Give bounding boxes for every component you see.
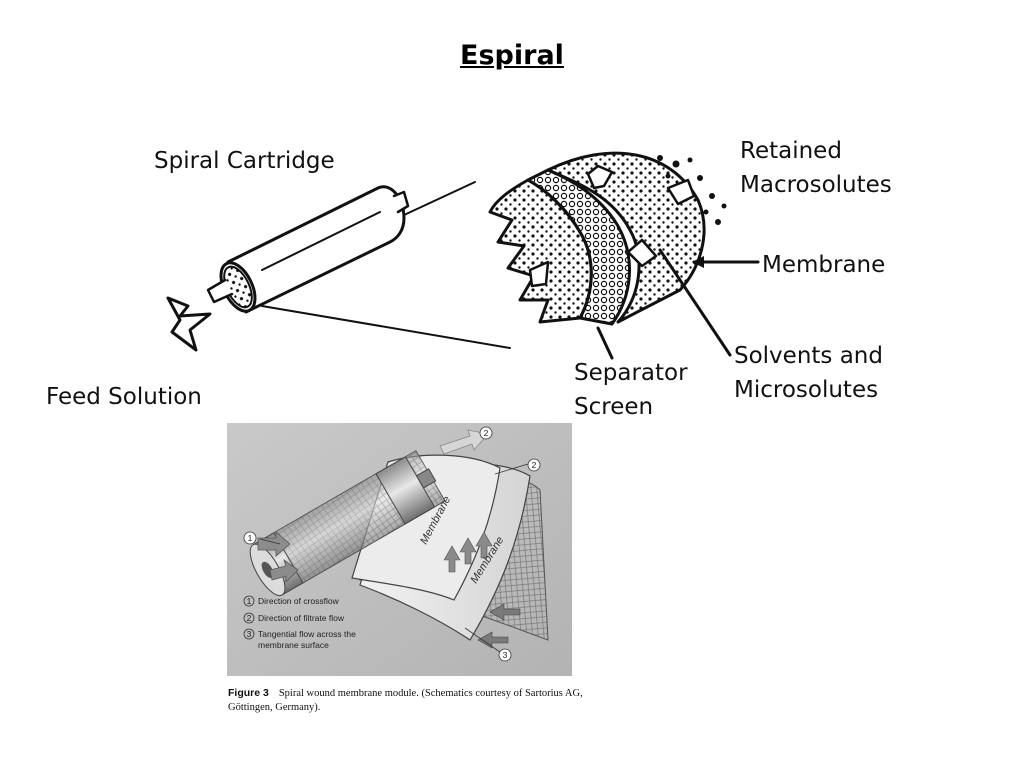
- label-solvents-2: Microsolutes: [734, 377, 878, 403]
- page-title: Espiral: [460, 40, 564, 71]
- legend-item-2: Direction of filtrate flow: [258, 613, 345, 623]
- legend-item-1: Direction of crossflow: [258, 596, 340, 606]
- label-membrane: Membrane: [762, 252, 885, 278]
- separator-pointer-line: [596, 326, 614, 360]
- legend-item-3a: Tangential flow across the: [258, 629, 356, 639]
- membrane-arrowhead-icon: [692, 256, 704, 268]
- marker-circle-2a: [479, 426, 493, 440]
- label-solvents-1: Solvents and: [734, 343, 883, 369]
- marker-circle-1: [243, 531, 257, 545]
- feed-arrow-icon: [166, 296, 212, 352]
- solvents-pointer-line: [658, 248, 732, 357]
- label-spiral-cartridge: Spiral Cartridge: [154, 148, 335, 174]
- label-separator-2: Screen: [574, 394, 653, 420]
- figure3-legend: 1 Direction of crossflow 2 Direction of …: [243, 595, 356, 650]
- membrane-section-drawing: [488, 151, 706, 326]
- marker-circle-2b: [527, 458, 541, 472]
- marker-circle-3: [498, 648, 512, 662]
- label-retained-1: Retained: [740, 138, 842, 164]
- label-retained-2: Macrosolutes: [740, 172, 892, 198]
- figure3-illustration: 2 2 1 3 Membrane Membrane 1 Direction of…: [227, 423, 572, 676]
- spiral-cartridge-drawing: [206, 181, 511, 349]
- macrosolute-dots: [657, 155, 727, 225]
- marker-1: 1: [248, 533, 253, 543]
- marker-2a: 2: [484, 428, 489, 438]
- legend-item-3b: membrane surface: [258, 640, 329, 650]
- label-feed-solution: Feed Solution: [46, 384, 202, 410]
- legend-num-2: 2: [247, 613, 252, 623]
- marker-2b: 2: [532, 460, 537, 470]
- caption-label: Figure 3: [228, 687, 269, 699]
- legend-num-1: 1: [247, 596, 252, 606]
- caption-text: Spiral wound membrane module. (Schematic…: [228, 688, 583, 713]
- marker-3: 3: [503, 650, 508, 660]
- label-separator-1: Separator: [574, 360, 688, 386]
- legend-num-3: 3: [247, 629, 252, 639]
